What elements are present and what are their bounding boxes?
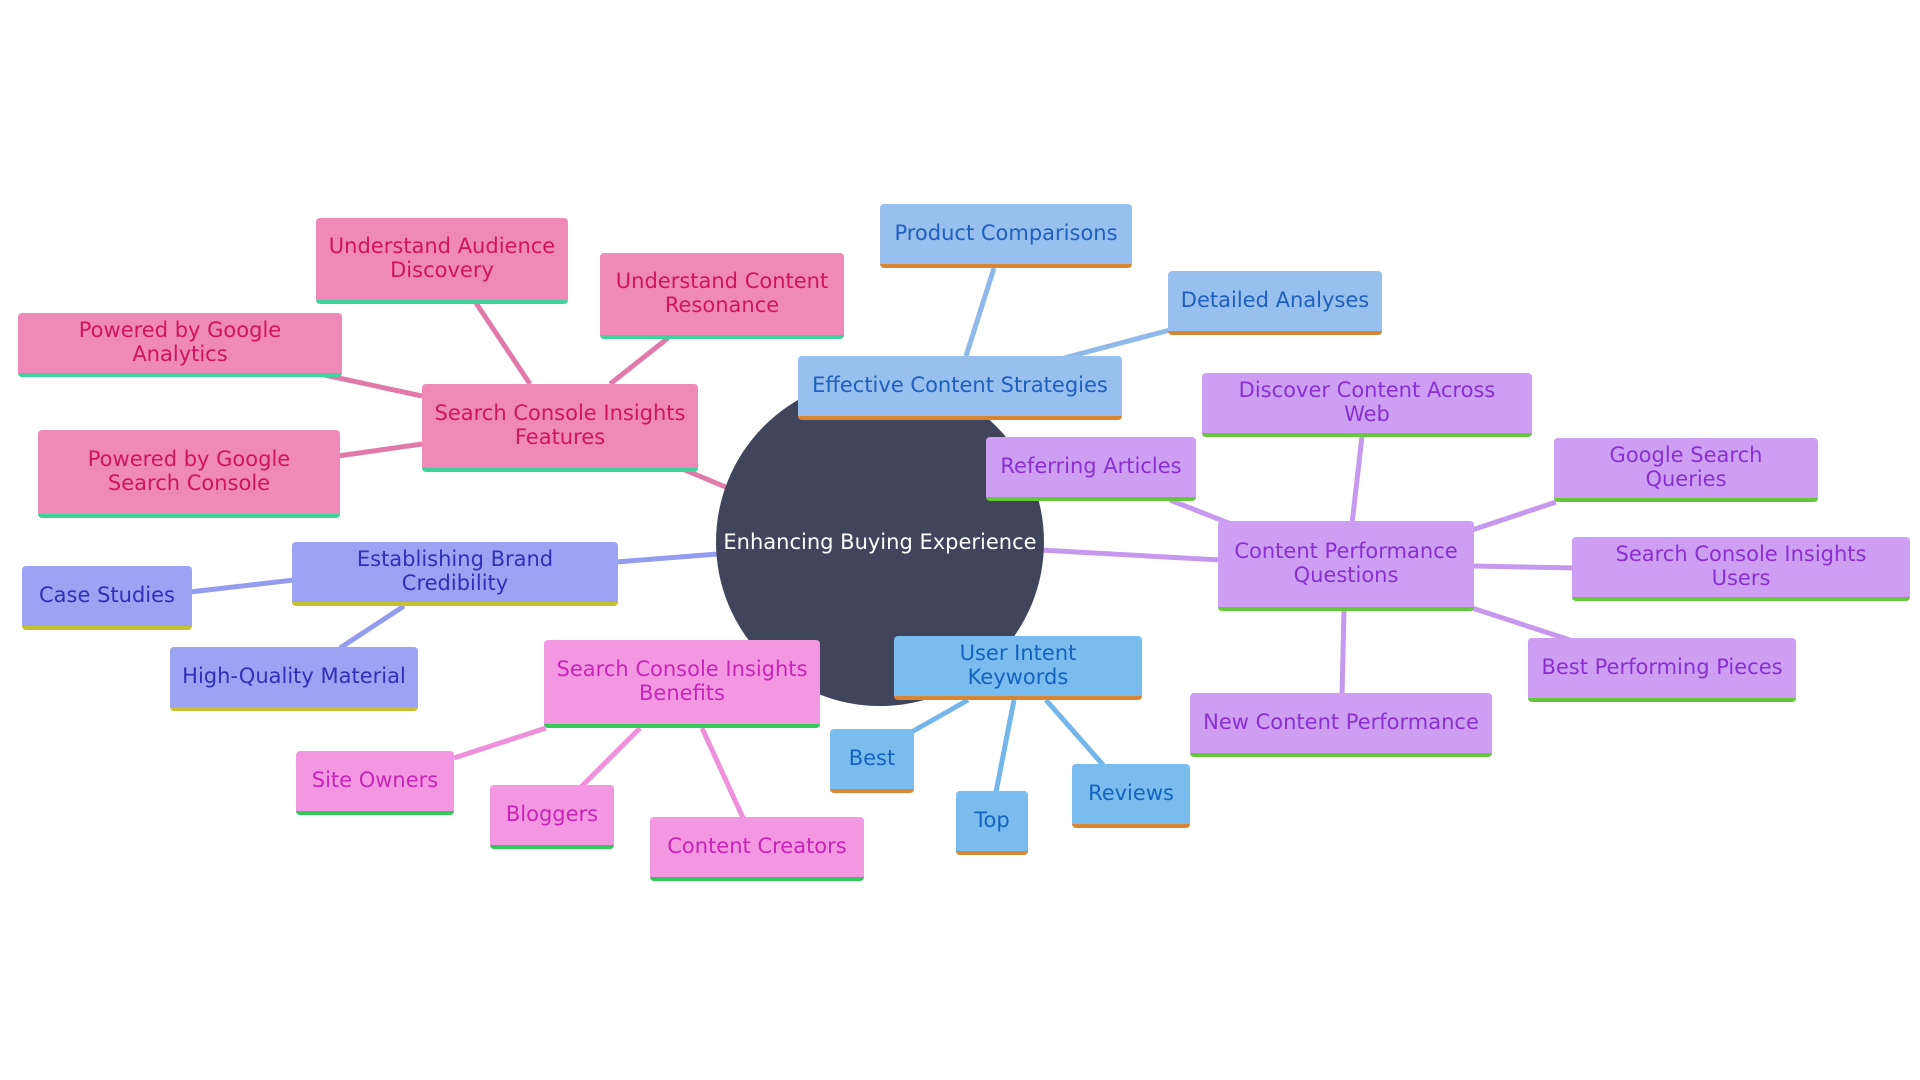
node-search-console-insights-users[interactable]: Search Console Insights Users (1572, 537, 1910, 601)
link-features-resonance (608, 336, 670, 386)
node-site-owners[interactable]: Site Owners (296, 751, 454, 815)
link-keywords-top (993, 699, 1017, 793)
node-understand-audience-discovery[interactable]: Understand Audience Discovery (316, 218, 568, 304)
link-features-audience (473, 301, 533, 386)
link-benefits-owners (453, 725, 547, 761)
branch-establishing-brand-credibility[interactable]: Establishing Brand Credibility (292, 542, 618, 606)
branch-user-intent-keywords[interactable]: User Intent Keywords (894, 636, 1142, 700)
branch-effective-content-strategies[interactable]: Effective Content Strategies (798, 356, 1122, 420)
node-google-search-queries[interactable]: Google Search Queries (1554, 438, 1818, 502)
link-questions-queries (1471, 499, 1557, 533)
link-benefits-bloggers (578, 726, 642, 790)
link-questions-users (1471, 563, 1577, 571)
link-strategies-analyses (1063, 327, 1171, 361)
link-strategies-comparisons (963, 267, 997, 357)
node-detailed-analyses[interactable]: Detailed Analyses (1168, 271, 1382, 335)
link-questions-best (1471, 605, 1571, 643)
node-high-quality-material[interactable]: High-Quality Material (170, 647, 418, 711)
link-features-searchconsole (337, 441, 423, 459)
node-discover-content-across-web[interactable]: Discover Content Across Web (1202, 373, 1532, 437)
node-best-performing-pieces[interactable]: Best Performing Pieces (1528, 638, 1796, 702)
branch-search-console-insights-features[interactable]: Search Console Insights Features (422, 384, 698, 472)
node-bloggers[interactable]: Bloggers (490, 785, 614, 849)
branch-content-performance-questions[interactable]: Content Performance Questions (1218, 521, 1474, 611)
branch-search-console-insights-benefits[interactable]: Search Console Insights Benefits (544, 640, 820, 728)
center-topic-label: Enhancing Buying Experience (723, 530, 1037, 554)
node-product-comparisons[interactable]: Product Comparisons (880, 204, 1132, 268)
node-understand-content-resonance[interactable]: Understand Content Resonance (600, 253, 844, 339)
link-questions-discover (1349, 435, 1365, 525)
link-center-questions (1039, 547, 1221, 563)
node-powered-by-google-analytics[interactable]: Powered by Google Analytics (18, 313, 342, 377)
node-content-creators[interactable]: Content Creators (650, 817, 864, 881)
node-referring-articles[interactable]: Referring Articles (986, 437, 1196, 501)
node-top[interactable]: Top (956, 791, 1028, 855)
link-benefits-creators (699, 726, 747, 822)
node-new-content-performance[interactable]: New Content Performance (1190, 693, 1492, 757)
node-best[interactable]: Best (830, 729, 914, 793)
link-questions-new (1339, 609, 1347, 697)
node-reviews[interactable]: Reviews (1072, 764, 1190, 828)
link-credibility-case (189, 577, 295, 595)
link-features-analytics (319, 371, 423, 399)
link-credibility-quality (338, 603, 406, 651)
node-powered-by-google-search-console[interactable]: Powered by Google Search Console (38, 430, 340, 518)
link-keywords-reviews (1044, 698, 1106, 768)
link-keywords-best (906, 697, 970, 737)
link-center-credibility (615, 551, 719, 565)
node-case-studies[interactable]: Case Studies (22, 566, 192, 630)
